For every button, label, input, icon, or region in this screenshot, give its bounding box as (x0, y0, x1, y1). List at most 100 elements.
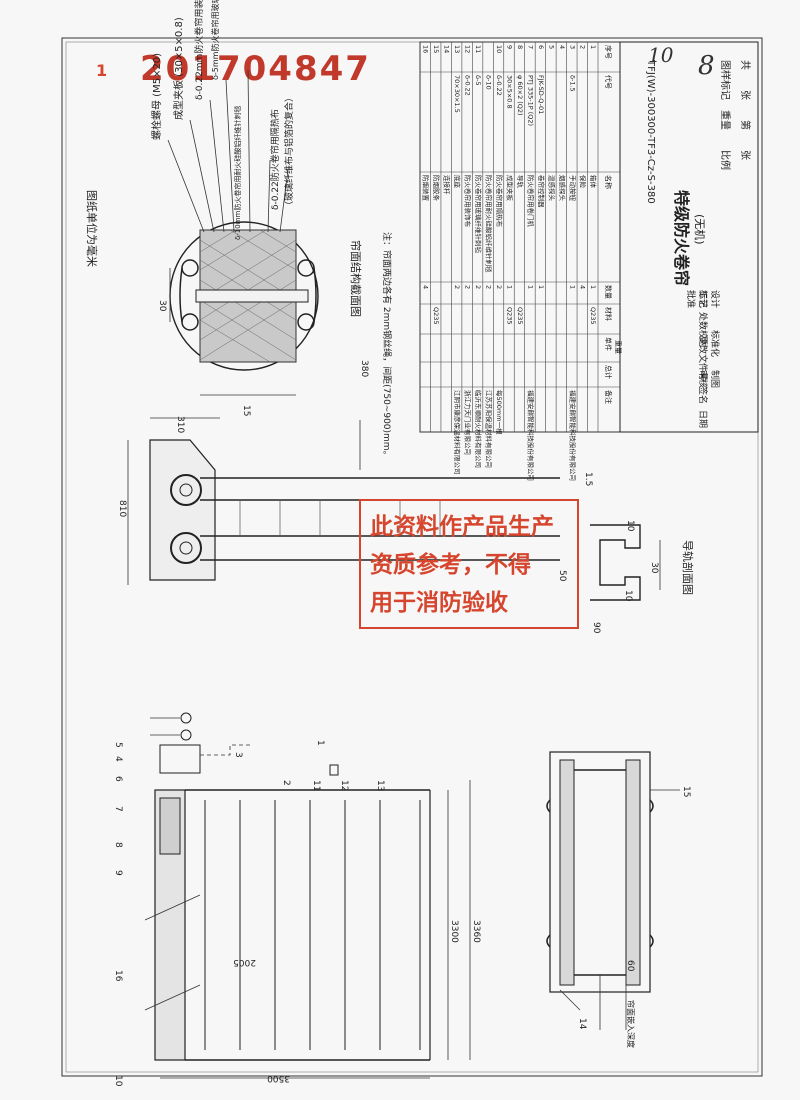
svg-text:张: 张 (739, 150, 751, 160)
bom-cell: 江阴市康彦保温材料有限公司 (453, 390, 462, 475)
svg-text:（玻璃纤维布与铝箔的复合）: （玻璃纤维布与铝箔的复合） (283, 93, 295, 210)
bom-cell: 16 (422, 45, 430, 53)
svg-text:标记: 标记 (697, 290, 709, 308)
bom-cell: 手动按钮 (568, 175, 577, 202)
bom-cell: 连接杆 (443, 175, 452, 195)
svg-text:3300: 3300 (449, 920, 459, 943)
svg-text:3: 3 (233, 752, 243, 758)
svg-text:380: 380 (359, 360, 369, 377)
bom-cell: 4 (579, 285, 587, 289)
bom-cell: 卷帘控制器 (537, 175, 546, 208)
svg-text:用于消防验收: 用于消防验收 (370, 589, 508, 616)
bom-cell: 1 (589, 285, 597, 289)
bom-cell: 2 (579, 45, 587, 49)
svg-text:第: 第 (739, 120, 752, 130)
guide-rail-view: 310 810 30 10 1.5 50 90 10 380 导轨剖面 (117, 360, 695, 634)
svg-text:5: 5 (113, 742, 123, 748)
svg-text:11: 11 (311, 780, 321, 791)
bom-cell: 导轨 (516, 175, 525, 189)
stamp-number: 201704847 (140, 49, 371, 89)
svg-text:制图: 制图 (709, 370, 721, 388)
bom-cell: 防火卷帘用装饰布 (464, 175, 473, 228)
main-note: 注：帘面两边各有 2mm钢丝绳，间距(750~900)mm。 (381, 232, 393, 460)
svg-text:310: 310 (175, 416, 185, 433)
bom-cell: 2 (495, 285, 503, 289)
bom-cell: 5 (547, 45, 555, 49)
svg-text:δ-0.22防火卷帘用隔热布: δ-0.22防火卷帘用隔热布 (269, 109, 281, 210)
bom-cell: δ-1.5 (568, 75, 576, 92)
doc-code: TFJ(W)-300300-TF3-Cz-S-380 (645, 59, 656, 204)
handwritten-b: 8 (698, 51, 715, 81)
svg-text:审核: 审核 (697, 370, 709, 388)
bom-cell: 每500mm一根 (495, 390, 504, 435)
bom-cell: 备注 (604, 390, 613, 404)
bom-cell: δ-10 (484, 75, 492, 90)
sheet-inner-border (65, 41, 759, 1073)
bom-cell: 3 (568, 45, 576, 49)
curtain-section-title: 帘面结构截面图 (349, 240, 363, 317)
bom-cell: 2 (474, 285, 482, 289)
bom-cell: 防火卷帘用卷门机 (526, 175, 535, 228)
svg-text:1: 1 (315, 740, 325, 746)
svg-text:共: 共 (739, 60, 751, 70)
bom-cell: 4 (422, 285, 430, 289)
bom-cell: 名称 (604, 175, 613, 189)
bom-cell: 单件 (604, 337, 613, 351)
bom-cell: 总计 (604, 365, 613, 379)
bom-cell: 数量 (604, 285, 613, 299)
bom-cell: 序号 (604, 45, 613, 59)
svg-text:13: 13 (375, 780, 385, 791)
svg-text:更改文件号: 更改文件号 (697, 336, 709, 381)
bom-cell: 8 (516, 45, 524, 49)
signature-rows: 标记 处数 更改文件号 签名 日期 (697, 290, 709, 428)
svg-text:工艺: 工艺 (697, 290, 708, 308)
svg-text:批准: 批准 (685, 290, 697, 308)
bom-cell: 代号 (604, 75, 613, 89)
bom-cell: 重量 (614, 340, 622, 354)
bom-cell: δ-0.22 (464, 75, 472, 96)
bill-of-materials: 1箱体1Q2352保险43δ-1.5手动按钮1福建安麒智能科技股份有限公司4烟感… (419, 41, 759, 481)
bom-cell: 6 (537, 45, 545, 49)
bom-cell: 防烟装置 (422, 175, 431, 202)
bom-cell: 防火卷帘用耐火硅酸铝纤维针刺毯 (484, 175, 493, 273)
warning-stamp: 此资料作产品生产 资质参考，不得 用于消防验收 (359, 499, 579, 629)
bom-cell: 成型夹板 (505, 175, 514, 202)
svg-text:90: 90 (591, 622, 601, 634)
svg-text:重量: 重量 (719, 110, 732, 130)
svg-text:δ-0.22mm防火卷帘用装饰布: δ-0.22mm防火卷帘用装饰布 (193, 0, 205, 100)
units-note: 图纸单位为毫米 (85, 190, 99, 267)
bom-cell: δ-5 (474, 75, 482, 85)
bom-cell: 防烟胶条 (432, 175, 441, 202)
bom-cell: Q235 (516, 307, 524, 325)
bom-cell: 福建安麒智能科技股份有限公司 (526, 390, 535, 481)
bom-cell: 70×30×1.5 (453, 75, 461, 113)
bom-cell: 13 (453, 45, 461, 53)
bom-cell: 11 (474, 45, 482, 53)
svg-text:设计: 设计 (709, 290, 721, 308)
svg-text:3500: 3500 (267, 1073, 290, 1083)
bom-cell: 防火卷帘用隔热布 (495, 175, 504, 228)
svg-text:签名: 签名 (697, 386, 709, 404)
svg-text:1.5: 1.5 (583, 472, 593, 486)
svg-text:图样标记: 图样标记 (719, 60, 732, 100)
bom-cell: Q235 (432, 307, 440, 325)
bom-cell: 7 (526, 45, 534, 49)
elevation-view: 3500 3300 3360 2005 5 4 6 7 8 9 16 10 1 … (113, 712, 481, 1087)
svg-text:6: 6 (113, 776, 123, 782)
svg-text:帘面嵌入深度: 帘面嵌入深度 (626, 1000, 636, 1048)
bom-cell: 底座 (453, 175, 462, 189)
bom-cell: φ 60×2 (Q2) (516, 75, 524, 116)
bom-cell: 江苏苏阳保温材料有限公司 (484, 390, 493, 468)
svg-text:60: 60 (625, 960, 635, 972)
bom-cell: 1 (589, 45, 597, 49)
svg-text:标准化: 标准化 (709, 330, 721, 357)
svg-text:7: 7 (113, 806, 123, 812)
bom-cell: 1 (568, 285, 576, 289)
bom-cell: δ-0.22 (495, 75, 503, 96)
bom-cell: Q235 (589, 307, 597, 325)
svg-text:15: 15 (681, 786, 691, 797)
bom-cell: 4 (558, 45, 566, 49)
bom-cell: 2 (453, 285, 461, 289)
svg-text:15: 15 (241, 405, 251, 416)
